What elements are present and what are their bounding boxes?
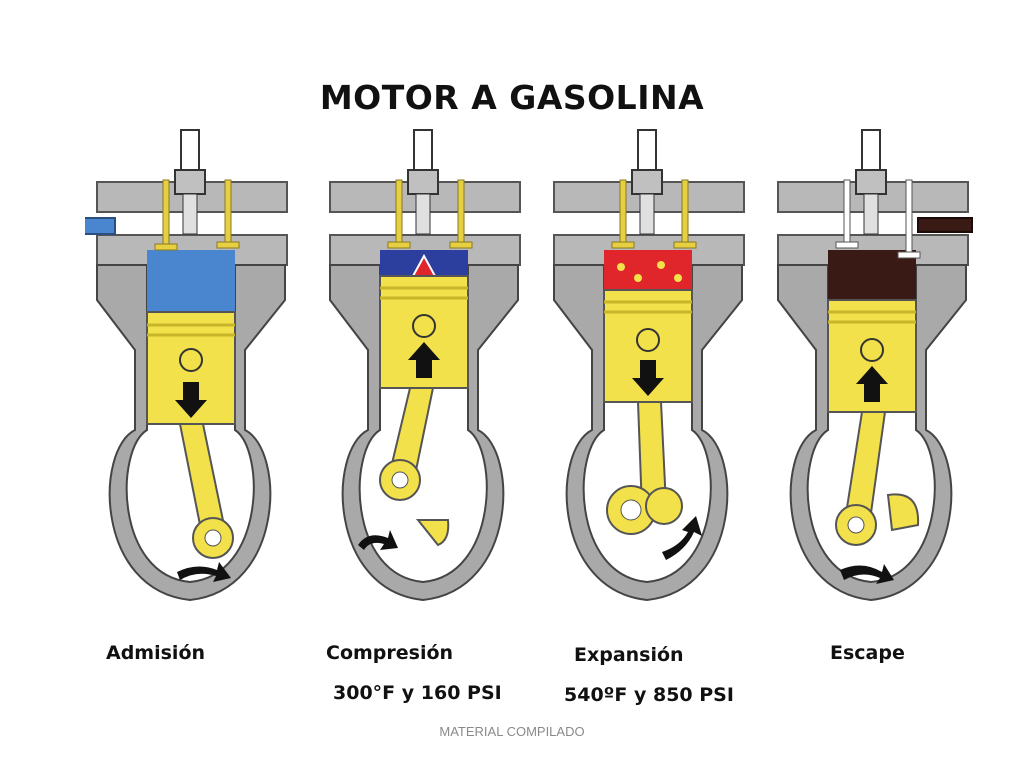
arrow-down-icon (632, 360, 664, 396)
gas-chamber (147, 250, 235, 312)
footer-text: MATERIAL COMPILADO (439, 724, 585, 739)
gas-chamber (604, 250, 692, 290)
stage-detail-compresion: 300°F y 160 PSI (333, 682, 502, 704)
rotation-arrow-icon (177, 562, 231, 582)
spark-plug (413, 129, 433, 171)
engine-cylinder-escape-diagram (777, 129, 973, 602)
arrow-down-icon (175, 382, 207, 418)
engine-cylinder-admision-diagram (85, 129, 288, 602)
stage-label-escape: Escape (830, 642, 905, 664)
rotation-arrow-icon (662, 516, 702, 560)
stage-label-admision: Admisión (106, 642, 206, 664)
page-title: MOTOR A GASOLINA (319, 78, 705, 117)
arrow-up-icon (408, 342, 440, 378)
rotation-arrow-icon (840, 564, 894, 584)
engine-cylinder-compresion-diagram (329, 129, 521, 602)
spark-plug (637, 129, 657, 171)
stage-compresion (318, 120, 528, 620)
stage-label-compresion: Compresión (326, 642, 454, 664)
spark-plug (180, 129, 200, 171)
stage-label-expansion: Expansión (574, 644, 684, 666)
spark-plug (861, 129, 881, 171)
stage-admision (85, 120, 295, 620)
arrow-up-icon (856, 366, 888, 402)
stage-escape (770, 120, 980, 620)
stage-detail-expansion: 540ºF y 850 PSI (564, 684, 734, 706)
engine-cylinder-expansion-diagram (553, 129, 745, 602)
rotation-arrow-icon (358, 530, 398, 550)
stage-expansion (546, 120, 756, 620)
